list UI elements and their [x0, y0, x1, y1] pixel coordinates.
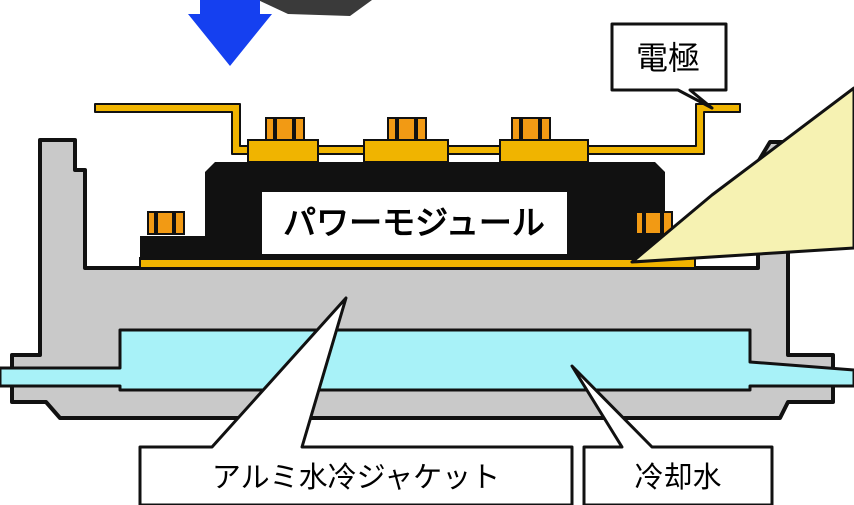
- bolt-top-1: [265, 117, 305, 141]
- top-object-shadow: [258, 0, 372, 16]
- magnify-callout: [630, 86, 854, 264]
- bolt-lower-right: [635, 211, 673, 235]
- electrode-label: 電極: [636, 39, 700, 77]
- bolt-lower-left: [147, 211, 185, 235]
- power-module-label-panel: [262, 192, 567, 254]
- bolt-top-3: [511, 117, 551, 141]
- terminal-pad-2: [363, 139, 449, 163]
- electrode-callout: [610, 22, 728, 110]
- cooling-water-callout: [570, 364, 774, 505]
- terminal-pad-1: [247, 139, 319, 163]
- power-module-label: パワーモジュール: [283, 203, 545, 242]
- aluminum-jacket-label: アルミ水冷ジャケット: [212, 460, 500, 494]
- pressure-arrow-icon: [188, 0, 272, 66]
- cooling-water-channel: [0, 328, 854, 392]
- terminal-pad-3: [499, 139, 589, 163]
- cooling-water-label: 冷却水: [634, 460, 721, 494]
- electrode-strip: [94, 103, 741, 155]
- bolt-top-2: [387, 117, 427, 141]
- aluminum-jacket-callout: [138, 296, 574, 505]
